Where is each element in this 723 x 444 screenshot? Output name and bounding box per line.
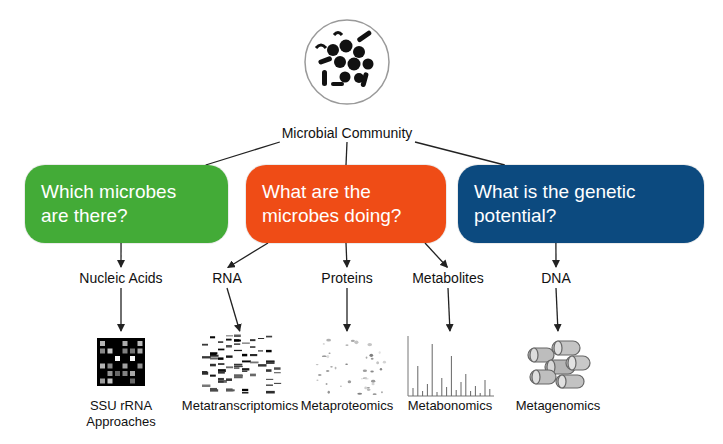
method-node: SSU rRNA Approaches [66,332,176,430]
flow-arrow [346,288,347,331]
flow-arrow [120,288,121,331]
flow-arrow [425,243,447,267]
question-text: What are the microbes doing? [262,180,430,228]
node-text: Metatranscriptomics [166,398,314,414]
question-box: What are the microbes doing? [246,165,446,243]
method-node: Metagenomics [506,332,610,414]
node-text: Metabonomics [396,398,504,414]
method-node: Metaproteomics [292,332,402,414]
flow-arrow [227,288,240,331]
flow-arrow [556,288,558,331]
question-text: Which microbes are there? [41,180,201,228]
node-text: Metaproteomics [292,398,402,414]
node-text: Metabolites [400,268,496,288]
question-box: Which microbes are there? [25,165,228,243]
community-node: Microbial Community [267,18,427,142]
microbe-icon [305,20,389,104]
molecule-label: DNA [528,268,584,288]
question-text: What is the genetic potential? [474,180,674,228]
node-text: Proteins [304,268,390,288]
method-node: Metatranscriptomics [166,332,314,414]
node-text: DNA [528,268,584,288]
node-text: RNA [202,268,252,288]
flow-arrow [228,243,268,267]
question-box: What is the genetic potential? [458,165,704,243]
method-node: Metabonomics [396,332,504,414]
flow-arrow [120,243,121,267]
branch-line [206,142,280,165]
molecule-label: Metabolites [400,268,496,288]
molecule-label: Proteins [304,268,390,288]
flow-arrow [448,288,450,331]
node-text: SSU rRNA Approaches [79,398,163,430]
node-text: Microbial Community [267,124,427,142]
branch-line [415,142,505,165]
flow-arrow [345,243,347,267]
gel-image [202,335,281,394]
microarray-image [97,338,145,386]
spectrum-image [408,336,494,396]
molecule-label: Nucleic Acids [61,268,181,288]
dna-fragments-image [528,341,590,388]
protein-spots-image [316,339,386,395]
node-text: Nucleic Acids [61,268,181,288]
node-text: Metagenomics [506,398,610,414]
branch-line [346,142,347,165]
molecule-label: RNA [202,268,252,288]
flow-arrow [555,243,556,267]
